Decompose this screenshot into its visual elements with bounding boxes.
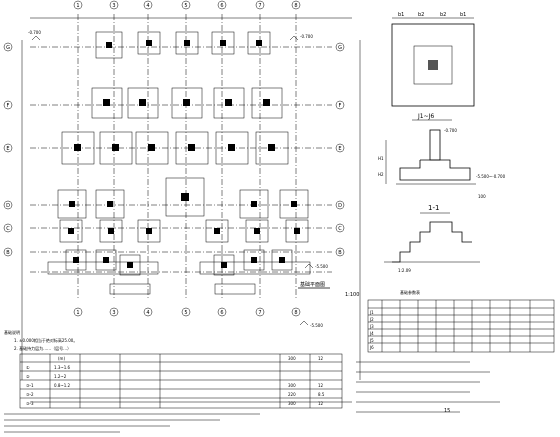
foundation-table-title: 基础参数表 xyxy=(400,289,420,295)
bottom-notes xyxy=(4,413,260,433)
grid-col-label: 7 xyxy=(258,310,261,316)
dim-label: b1 xyxy=(460,12,466,18)
step-detail: 1:2.09 xyxy=(384,221,480,273)
grid-col-label: 8 xyxy=(294,3,297,9)
soil-row-a: 220 xyxy=(288,392,296,397)
table-row-label: J5 xyxy=(369,338,374,343)
grid-row-label: D xyxy=(6,203,10,209)
strip-footings xyxy=(47,261,311,295)
section-dim: H2 xyxy=(378,172,384,177)
grid-row-label: C xyxy=(338,226,342,232)
soil-row-label: ③-1 xyxy=(26,383,34,388)
notes-line: 1. ±0.000相当于绝对标高25.00。 xyxy=(14,337,77,343)
grid-row-label: C xyxy=(6,226,10,232)
notes-line: 2. 基础持力层为……（层号…） xyxy=(14,345,71,351)
grid-col-label: 7 xyxy=(258,3,261,9)
grid-col-label: 4 xyxy=(146,310,149,316)
section-elev: -0.700 xyxy=(444,128,457,133)
notes-right: 15 xyxy=(356,361,500,414)
grid-row-label: G xyxy=(338,45,342,51)
grid-col-label: 1 xyxy=(76,310,79,316)
grid-row-label: B xyxy=(338,250,342,256)
grid-bubbles-top: 1 3 4 5 6 7 8 xyxy=(73,0,301,10)
dim-label: b1 xyxy=(398,12,404,18)
detail-title: J1~J6 xyxy=(417,113,434,120)
grid-col-label: 5 xyxy=(184,3,187,9)
soil-row-a: 300 xyxy=(288,383,296,388)
grid-col-label: 5 xyxy=(184,310,187,316)
grid-lines-vertical xyxy=(77,14,297,300)
section-title: 1-1 xyxy=(428,204,439,212)
table-row-label: J4 xyxy=(369,331,374,336)
soil-row-label: ① xyxy=(26,365,30,370)
soil-header: 300 xyxy=(288,356,296,361)
soil-header: (m) xyxy=(58,356,65,361)
grid-col-label: 8 xyxy=(294,310,297,316)
elevation-label: -0.700 xyxy=(28,30,41,35)
grid-row-label: F xyxy=(7,103,10,109)
footing-detail: b1 b2 b2 b1 J1~J6 xyxy=(391,12,475,121)
footings xyxy=(57,31,309,276)
soil-row-label: ③-2 xyxy=(26,392,34,397)
table-row-label: J6 xyxy=(369,345,374,350)
grid-row-label: B xyxy=(6,250,10,256)
table-row-label: J2 xyxy=(369,317,374,322)
soil-row-label: ③-3 xyxy=(26,401,34,406)
grid-col-label: 3 xyxy=(112,3,115,9)
grid-col-label: 3 xyxy=(112,310,115,316)
soil-row-depth: 1.3~1.6 xyxy=(54,365,71,370)
notes-left: 基础说明 1. ±0.000相当于绝对标高25.00。 2. 基础持力层为……（… xyxy=(4,329,77,351)
section-dim: H1 xyxy=(378,156,384,161)
elevation-label: -5.500 xyxy=(310,323,323,328)
step-note: 1:2.09 xyxy=(398,268,411,273)
grid-col-label: 6 xyxy=(220,310,223,316)
elevation-label: -5.500 xyxy=(315,264,328,269)
plan-scale: 1:100 xyxy=(345,292,359,298)
soil-row-b: 8.5 xyxy=(318,392,325,397)
foundation-plan: 1 3 4 5 6 7 8 1 3 4 5 6 7 xyxy=(3,0,361,403)
soil-row-a: 300 xyxy=(288,401,296,406)
dim-label: b2 xyxy=(418,12,424,18)
grid-bubbles-bottom: 1 3 4 5 6 7 8 xyxy=(73,307,301,317)
foundation-table: 基础参数表 J1 J2 J3 J4 J5 J6 xyxy=(367,289,555,353)
grid-lines-horizontal xyxy=(30,46,332,273)
grid-bubbles-rows: G F E D C B G F E D C B xyxy=(3,42,345,257)
soil-header: 12 xyxy=(318,356,324,361)
section-dim: 100 xyxy=(478,194,486,199)
elevation-markers: -0.700 -0.700 -5.500 -5.500 xyxy=(28,30,328,328)
dim-label: b2 xyxy=(440,12,446,18)
grid-row-label: E xyxy=(338,146,341,152)
soil-row-depth: 0.8~1.2 xyxy=(54,383,71,388)
grid-row-label: D xyxy=(338,203,342,209)
grid-row-label: G xyxy=(6,45,10,51)
table-row-label: J1 xyxy=(369,310,374,315)
soil-row-depth: 1.2~2 xyxy=(54,374,67,379)
note-value: 15 xyxy=(444,408,450,414)
grid-row-label: E xyxy=(6,146,9,152)
grid-col-label: 1 xyxy=(76,3,79,9)
table-row-label: J3 xyxy=(369,324,374,329)
section-1-1: H1 H2 -0.700 -5.500~-0.700 100 1-1 xyxy=(378,128,506,214)
soil-row-b: 12 xyxy=(318,383,324,388)
soil-row-label: ② xyxy=(26,374,30,379)
notes-title: 基础说明 xyxy=(4,329,20,335)
grid-col-label: 6 xyxy=(220,3,223,9)
elevation-label: -0.700 xyxy=(300,34,313,39)
soil-table: (m) 300 12 ① 1.3~1.6 ② 1.2~2 ③-1 0.8~1.2… xyxy=(19,353,343,409)
plan-title: 基础平面图 xyxy=(300,281,325,288)
section-elev: -5.500~-0.700 xyxy=(476,174,506,179)
grid-row-label: F xyxy=(339,103,342,109)
soil-row-b: 12 xyxy=(318,401,324,406)
grid-col-label: 4 xyxy=(146,3,149,9)
